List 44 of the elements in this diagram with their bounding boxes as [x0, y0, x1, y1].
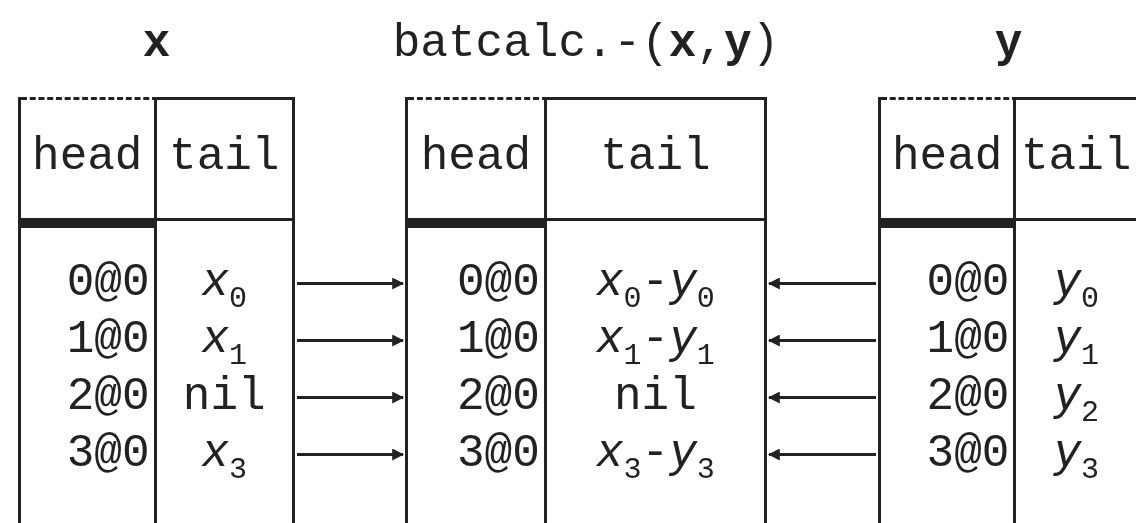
column-header: head: [881, 97, 1014, 228]
cell-value: nil: [614, 370, 697, 425]
table: [405, 97, 767, 523]
arrow: [297, 448, 405, 461]
cell-value: 3@0: [66, 427, 150, 482]
cell-value: x$_{3}$: [201, 427, 248, 483]
cell-value: 1@0: [66, 313, 150, 368]
cell-value: x$_{1}$-y$_{1}$: [596, 313, 715, 369]
table-title: y: [994, 17, 1023, 72]
arrow: [767, 277, 876, 290]
arrow: [767, 391, 876, 404]
cell-value: 3@0: [457, 427, 540, 482]
cell-value: y$_{3}$: [1053, 427, 1099, 483]
cell-value: 0@0: [926, 256, 1010, 311]
column-header: head: [408, 97, 544, 228]
table: [878, 97, 1136, 523]
arrow: [767, 334, 876, 347]
cell-value: x$_{1}$: [201, 313, 248, 369]
arrow: [297, 391, 405, 404]
arrow: [297, 277, 405, 290]
cell-value: 1@0: [457, 313, 540, 368]
cell-value: 3@0: [926, 427, 1010, 482]
column-header: tail: [1020, 130, 1133, 185]
cell-value: 0@0: [66, 256, 150, 311]
cell-value: y$_{2}$: [1053, 370, 1099, 426]
cell-value: 1@0: [926, 313, 1010, 368]
table-title: batcalc.-(x,y): [392, 17, 780, 72]
cell-value: 0@0: [457, 256, 540, 311]
cell-value: 2@0: [66, 370, 150, 425]
arrow: [297, 334, 405, 347]
cell-value: y$_{1}$: [1053, 313, 1099, 369]
column-header: tail: [599, 130, 712, 185]
cell-value: x$_{3}$-y$_{3}$: [596, 427, 715, 483]
column-header: head: [21, 97, 154, 228]
cell-value: x$_{0}$-y$_{0}$: [596, 256, 715, 312]
arrow: [767, 448, 876, 461]
column-header: tail: [168, 130, 281, 185]
cell-value: 2@0: [926, 370, 1010, 425]
cell-value: 2@0: [457, 370, 540, 425]
table: [18, 97, 295, 523]
cell-value: y$_{0}$: [1053, 256, 1099, 312]
cell-value: x$_{0}$: [201, 256, 248, 312]
table-title: x: [142, 17, 171, 72]
cell-value: nil: [182, 370, 266, 425]
